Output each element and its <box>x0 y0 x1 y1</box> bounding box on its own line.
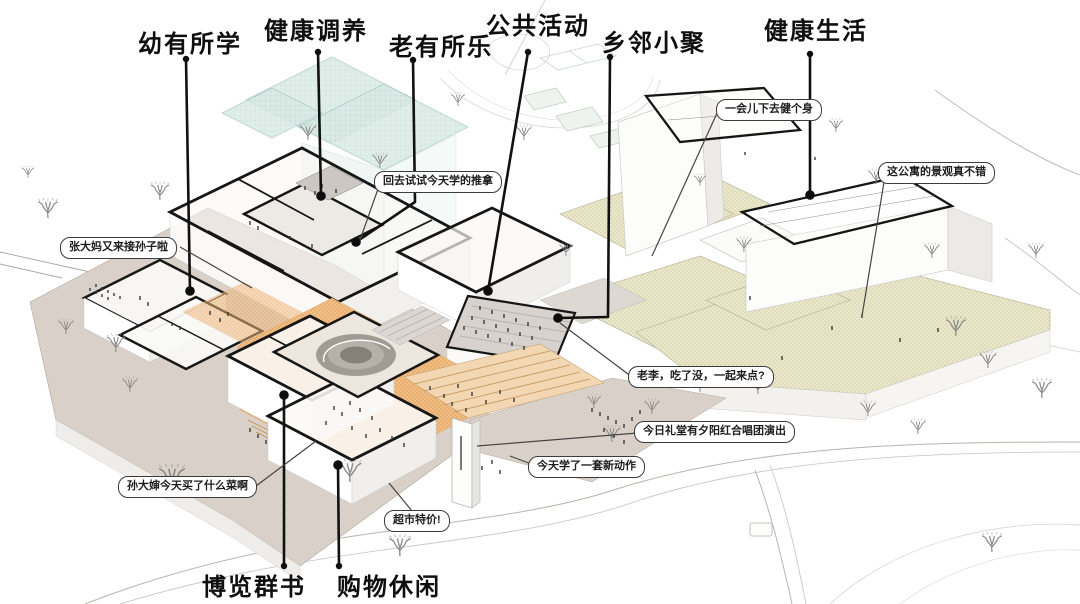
label-healthy-living: 健康生活 <box>764 18 868 45</box>
label-shopping-leisure: 购物休闲 <box>337 574 441 601</box>
label-elderly-joy: 老有所乐 <box>389 34 493 61</box>
speech-bubble-massage: 回去试试今天学的推拿 <box>374 171 502 193</box>
label-neighbor-gathering: 乡邻小聚 <box>602 30 706 57</box>
left-building-cluster <box>29 146 727 583</box>
speech-bubble-new-moves: 今天学了一套新动作 <box>528 456 645 478</box>
speech-bubble-choir-show: 今日礼堂有夕阳红合唱团演出 <box>634 421 795 443</box>
label-public-activity: 公共活动 <box>486 13 590 40</box>
leader-lines <box>182 48 815 570</box>
people-figures <box>89 152 939 474</box>
speech-bubble-grandma-pickup: 张大妈又来接孙子啦 <box>60 237 177 259</box>
label-reading: 博览群书 <box>202 574 306 601</box>
right-building-cluster <box>539 86 1051 421</box>
speech-bubble-supermarket-sale: 超市特价! <box>384 510 450 532</box>
speech-bubble-gym: 一会儿下去健个身 <box>716 99 822 121</box>
label-health-care: 健康调养 <box>264 18 368 45</box>
speech-bubble-grocery: 孙大婶今天买了什么菜啊 <box>118 476 257 498</box>
callout-tails <box>179 110 885 512</box>
speech-bubble-laoli-meal: 老李，吃了没，一起来点? <box>628 366 774 388</box>
speech-bubble-apartment-view: 这公寓的景观真不错 <box>878 162 995 184</box>
label-kids-learning: 幼有所学 <box>138 31 242 58</box>
